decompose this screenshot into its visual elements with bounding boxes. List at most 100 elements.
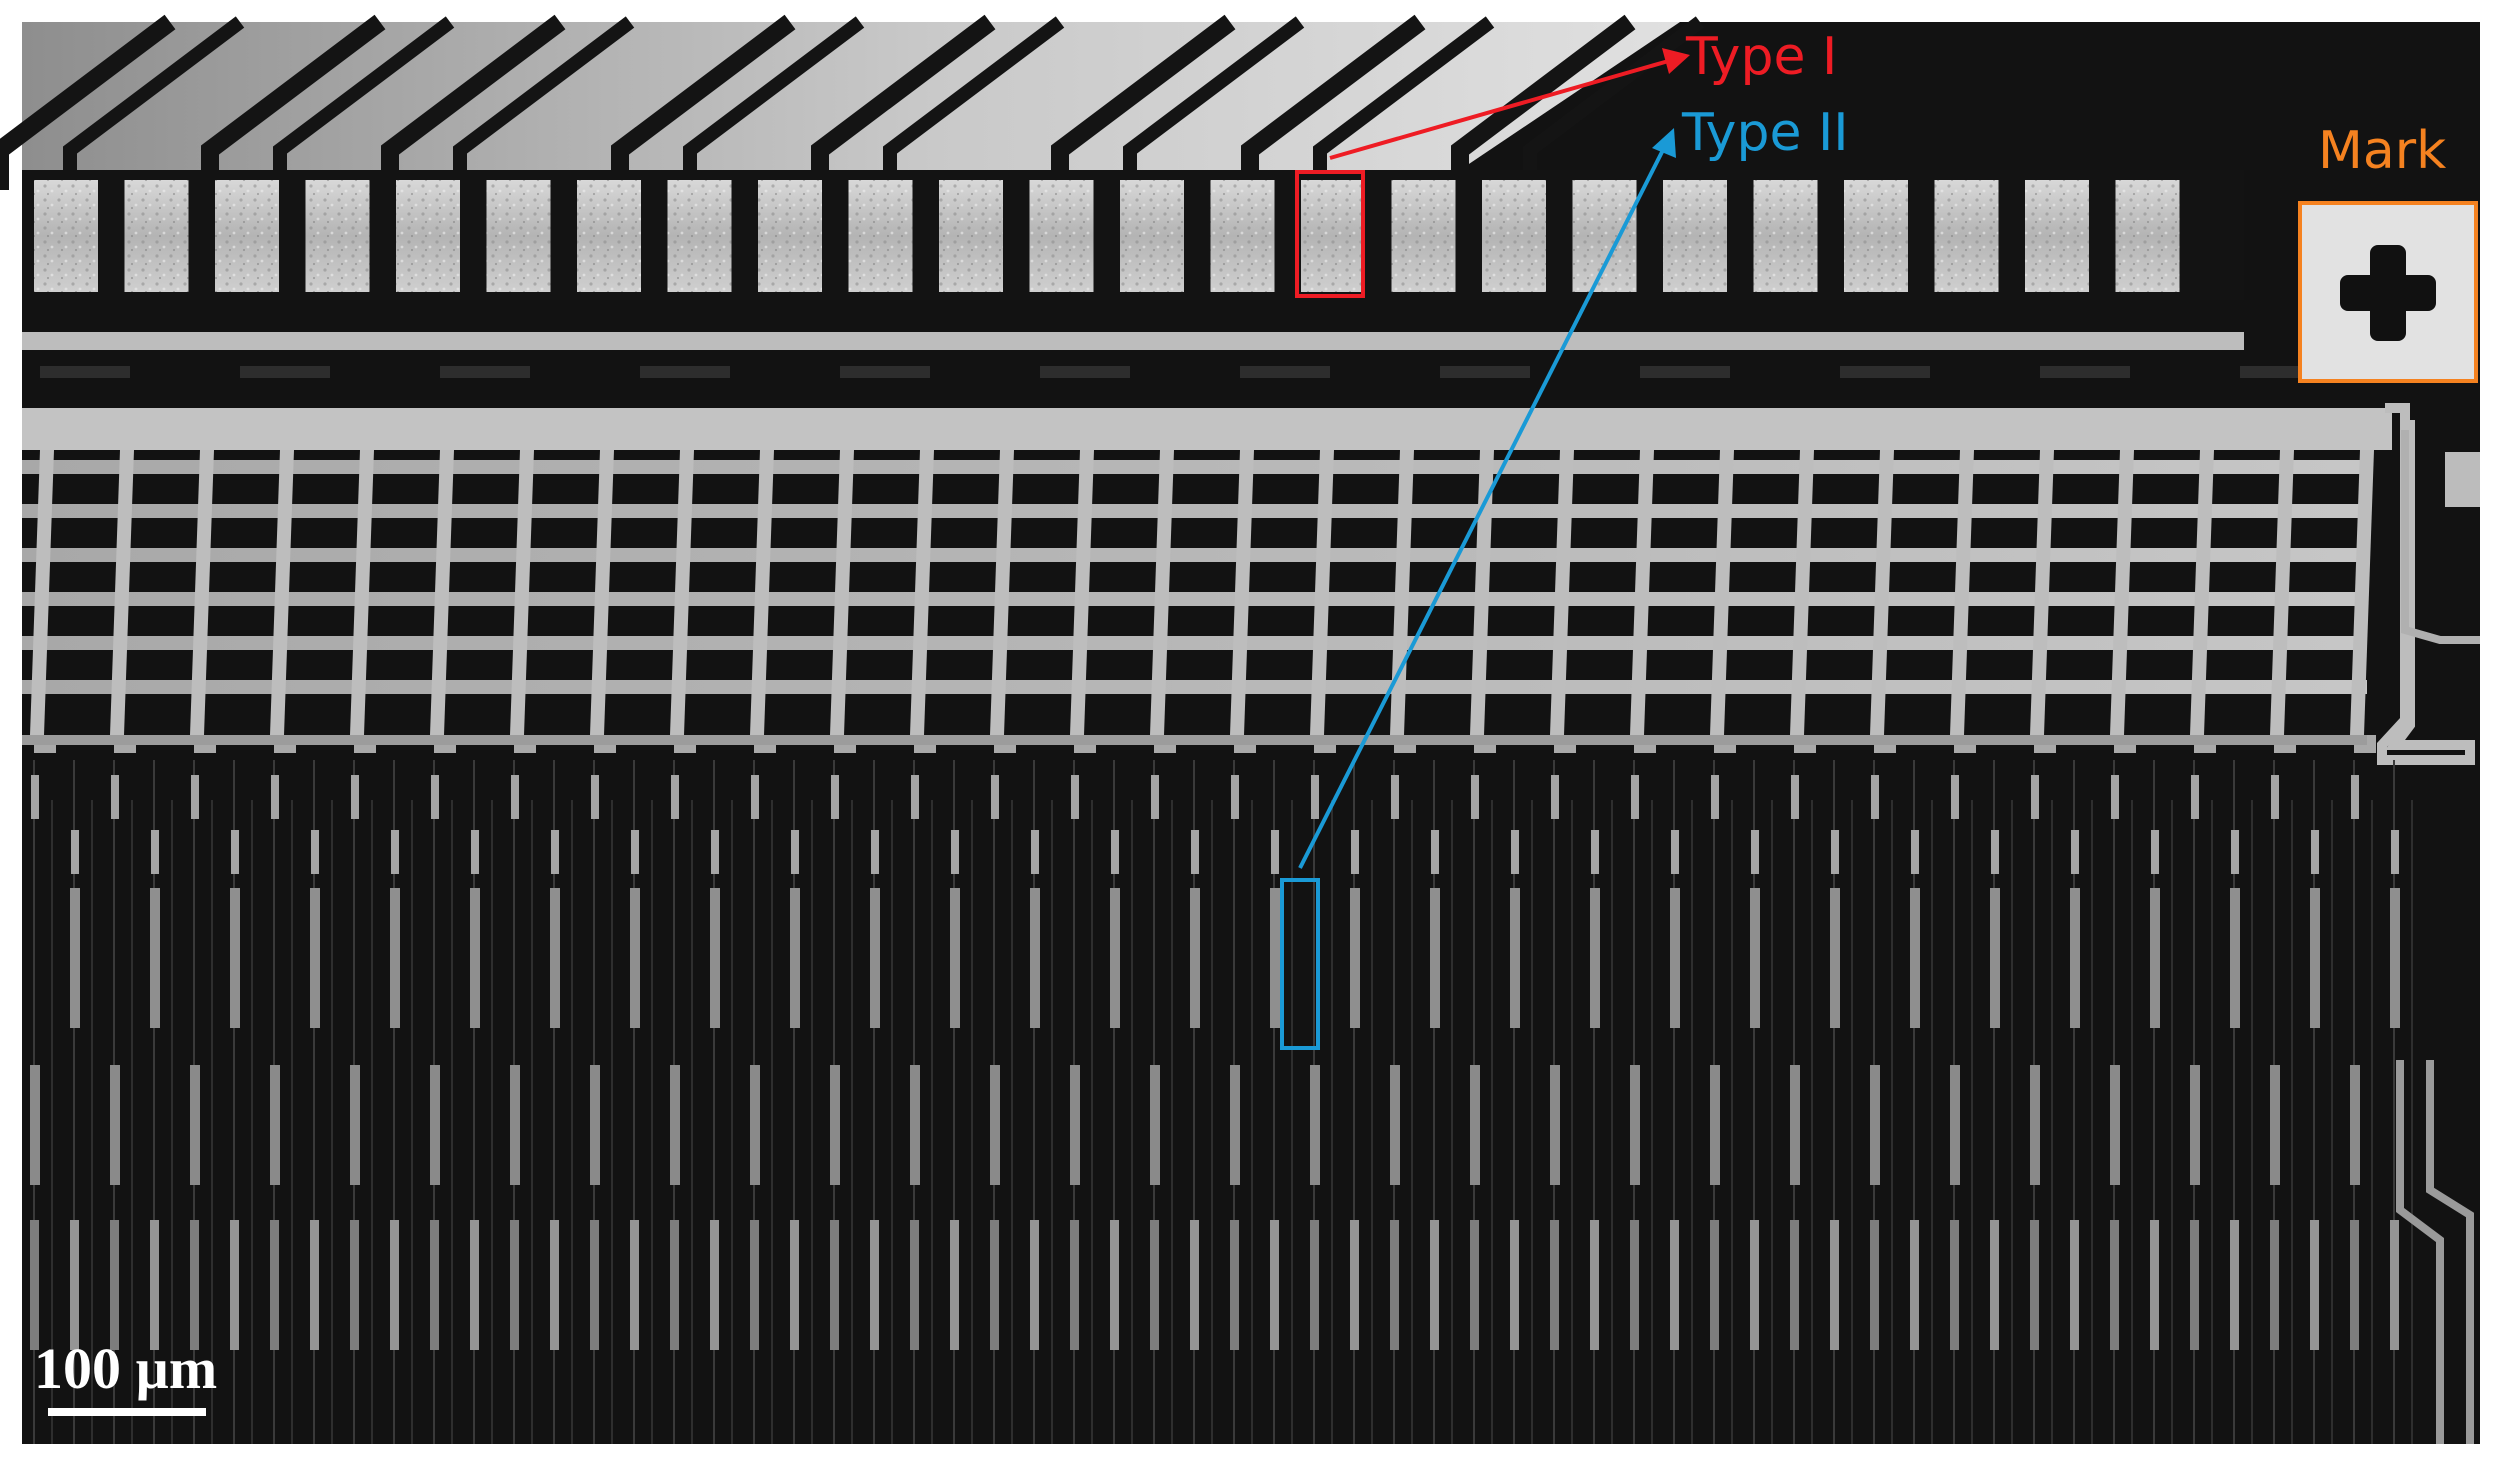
electrode (910, 1065, 920, 1185)
electrode (310, 1220, 319, 1350)
rail-marking (2040, 366, 2130, 378)
electrode (190, 1065, 200, 1185)
electrode (2310, 888, 2320, 1028)
electrode (150, 1220, 159, 1350)
electrode (2070, 888, 2080, 1028)
bond-pad-texture (124, 180, 189, 292)
bond-pad-texture (305, 180, 370, 292)
electrode-stub (871, 830, 879, 874)
electrode (270, 1220, 279, 1350)
electrode (1750, 888, 1760, 1028)
electrode (630, 888, 640, 1028)
electrode (1390, 1065, 1400, 1185)
electrode (390, 1220, 399, 1350)
electrode-stub (471, 830, 479, 874)
electrode-stub (1351, 830, 1359, 874)
electrode (790, 1220, 799, 1350)
mesh-vertical-strut (2350, 450, 2374, 735)
electrode (790, 888, 800, 1028)
type1-label: Type I (1685, 27, 1837, 87)
electrode-stub (671, 775, 679, 819)
electrode (630, 1220, 639, 1350)
electrode-stub (2311, 830, 2319, 874)
scale-bar-label: 100 µm (34, 1336, 217, 1401)
electrode (1110, 888, 1120, 1028)
electrode (1590, 888, 1600, 1028)
electrode-stub (431, 775, 439, 819)
electrode (710, 888, 720, 1028)
electrode-stub (71, 830, 79, 874)
electrode (830, 1065, 840, 1185)
electrode (1550, 1065, 1560, 1185)
type2-highlight-box (1280, 878, 1320, 1050)
rail-marking (840, 366, 930, 378)
electrode-stub (911, 775, 919, 819)
electrode-stub (631, 830, 639, 874)
mesh-vertical-strut (670, 450, 694, 735)
electrode (270, 1065, 280, 1185)
rail-marking (440, 366, 530, 378)
electrode (430, 1065, 440, 1185)
electrode (710, 1220, 719, 1350)
mesh-grid (22, 450, 2376, 753)
rail-marking (640, 366, 730, 378)
electrode (1510, 1220, 1519, 1350)
electrode (510, 1065, 520, 1185)
electrode (1670, 888, 1680, 1028)
electrode (1790, 1065, 1800, 1185)
electrode (1470, 1065, 1480, 1185)
diagonal-trace (0, 14, 176, 190)
electrode (950, 1220, 959, 1350)
electrode (1990, 1220, 1999, 1350)
electrode (1350, 888, 1360, 1028)
rail-marking (1240, 366, 1330, 378)
electrode-stub (271, 775, 279, 819)
bond-pad-texture (1120, 180, 1184, 292)
electrode (2190, 1220, 2199, 1350)
electrode-stub (231, 830, 239, 874)
mesh-vertical-strut (1310, 450, 1334, 735)
mesh-vertical-strut (2110, 450, 2134, 735)
mesh-vertical-strut (2030, 450, 2054, 735)
electrode-stub (1831, 830, 1839, 874)
electrode-stub (2031, 775, 2039, 819)
type1-arrow-line (1329, 58, 1673, 160)
bond-pad-texture (1753, 180, 1818, 292)
bond-pad-texture (1934, 180, 1999, 292)
electrode (230, 888, 240, 1028)
electrode (310, 888, 320, 1028)
electrode (590, 1065, 600, 1185)
electrode (510, 1220, 519, 1350)
electrode (1110, 1220, 1119, 1350)
bond-pad-texture (1029, 180, 1094, 292)
electrode (1510, 888, 1520, 1028)
mesh-vertical-strut (1390, 450, 1414, 735)
electrode-stub (791, 830, 799, 874)
electrode-stub (591, 775, 599, 819)
scale-bar-line (48, 1408, 206, 1416)
mesh-vertical-strut (1790, 450, 1814, 735)
electrode (1150, 1220, 1159, 1350)
bond-pad-texture (577, 180, 641, 292)
mesh-vertical-strut (830, 450, 854, 735)
bond-pad-texture (34, 180, 98, 292)
electrode (2270, 1065, 2280, 1185)
mesh-vertical-strut (2270, 450, 2294, 735)
electrode (1150, 1065, 1160, 1185)
electrode-stub (1471, 775, 1479, 819)
mesh-vertical-strut (350, 450, 374, 735)
type2-label: Type II (1681, 103, 1849, 163)
electrode-stub (1311, 775, 1319, 819)
electrode (1230, 1220, 1239, 1350)
mesh-horizontal-bar (22, 504, 2367, 518)
electrode (1710, 1065, 1720, 1185)
bond-pad-texture (848, 180, 913, 292)
electrode (230, 1220, 239, 1350)
electrode (750, 1065, 760, 1185)
edge-trace (2426, 1060, 2474, 1444)
bond-pad-texture (1663, 180, 1727, 292)
type2-arrow-head (1652, 128, 1676, 158)
mark-label: Mark (2318, 121, 2446, 181)
electrode (1750, 1220, 1759, 1350)
mesh-vertical-strut (1070, 450, 1094, 735)
